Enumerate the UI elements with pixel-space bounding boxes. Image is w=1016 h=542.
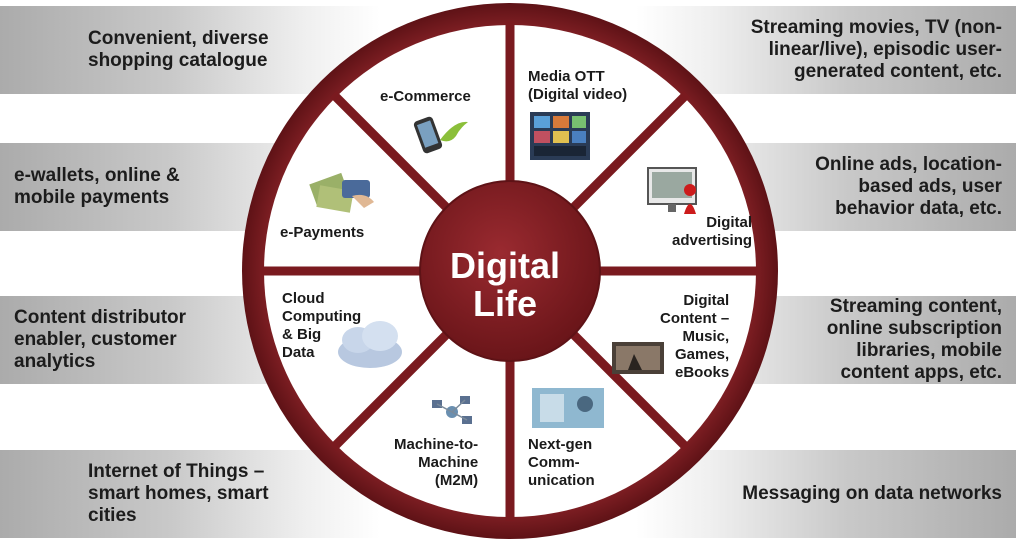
description-box-ecommerce: Convenient, diverse shopping catalogue — [0, 6, 380, 94]
segment-label-ecommerce: e-Commerce — [380, 88, 471, 105]
network-devices-icon — [432, 396, 472, 424]
smartphone-icon — [413, 116, 468, 154]
wheel-spoke — [330, 91, 451, 212]
game-screen-icon — [612, 342, 664, 374]
segment-label-m2m: Machine-to- Machine (M2M) — [394, 436, 479, 489]
cloud-icon — [338, 321, 402, 368]
description-box-media-ott: Streaming movies, TV (non- linear/live),… — [636, 6, 1016, 94]
description-text: Streaming content, online subscription l… — [826, 296, 1002, 383]
segment-label-digital-content: Digital Content – Music, Games, eBooks — [660, 292, 730, 381]
wheel-spokes — [260, 21, 760, 521]
description-text: Content distributor enabler, customer an… — [14, 307, 187, 372]
communication-icon — [532, 388, 604, 428]
video-wall-icon — [530, 112, 590, 160]
description-box-digital-advertising: Online ads, location- based ads, user be… — [636, 143, 1016, 231]
description-text: Convenient, diverse shopping catalogue — [88, 28, 269, 71]
description-box-next-gen-communication: Messaging on data networks — [636, 450, 1016, 538]
description-box-m2m: Internet of Things – smart homes, smart … — [0, 450, 380, 538]
segment-label-cloud: Cloud Computing & Big Data — [282, 290, 362, 361]
wheel-spoke — [569, 91, 690, 212]
description-text: Online ads, location- based ads, user be… — [815, 154, 1002, 219]
money-card-icon — [309, 172, 374, 213]
segment-label-digital-advertising: Digital advertising — [672, 214, 753, 249]
description-text: Streaming movies, TV (non- linear/live),… — [750, 17, 1002, 82]
segment-label-media-ott: Media OTT (Digital video) — [528, 68, 628, 103]
description-text: e-wallets, online & mobile payments — [14, 165, 180, 208]
segment-label-next-gen-communication: Next-gen Comm- unication — [528, 436, 595, 489]
wheel-spoke — [569, 330, 690, 451]
description-text: Messaging on data networks — [742, 483, 1002, 504]
wheel-hub — [419, 180, 601, 362]
hub-title: Digital Life — [449, 245, 560, 324]
monitor-ad-icon — [647, 167, 697, 214]
segment-label-epayments: e-Payments — [280, 224, 365, 241]
wheel-spoke — [330, 330, 451, 451]
description-text: Internet of Things – smart homes, smart … — [88, 461, 269, 526]
